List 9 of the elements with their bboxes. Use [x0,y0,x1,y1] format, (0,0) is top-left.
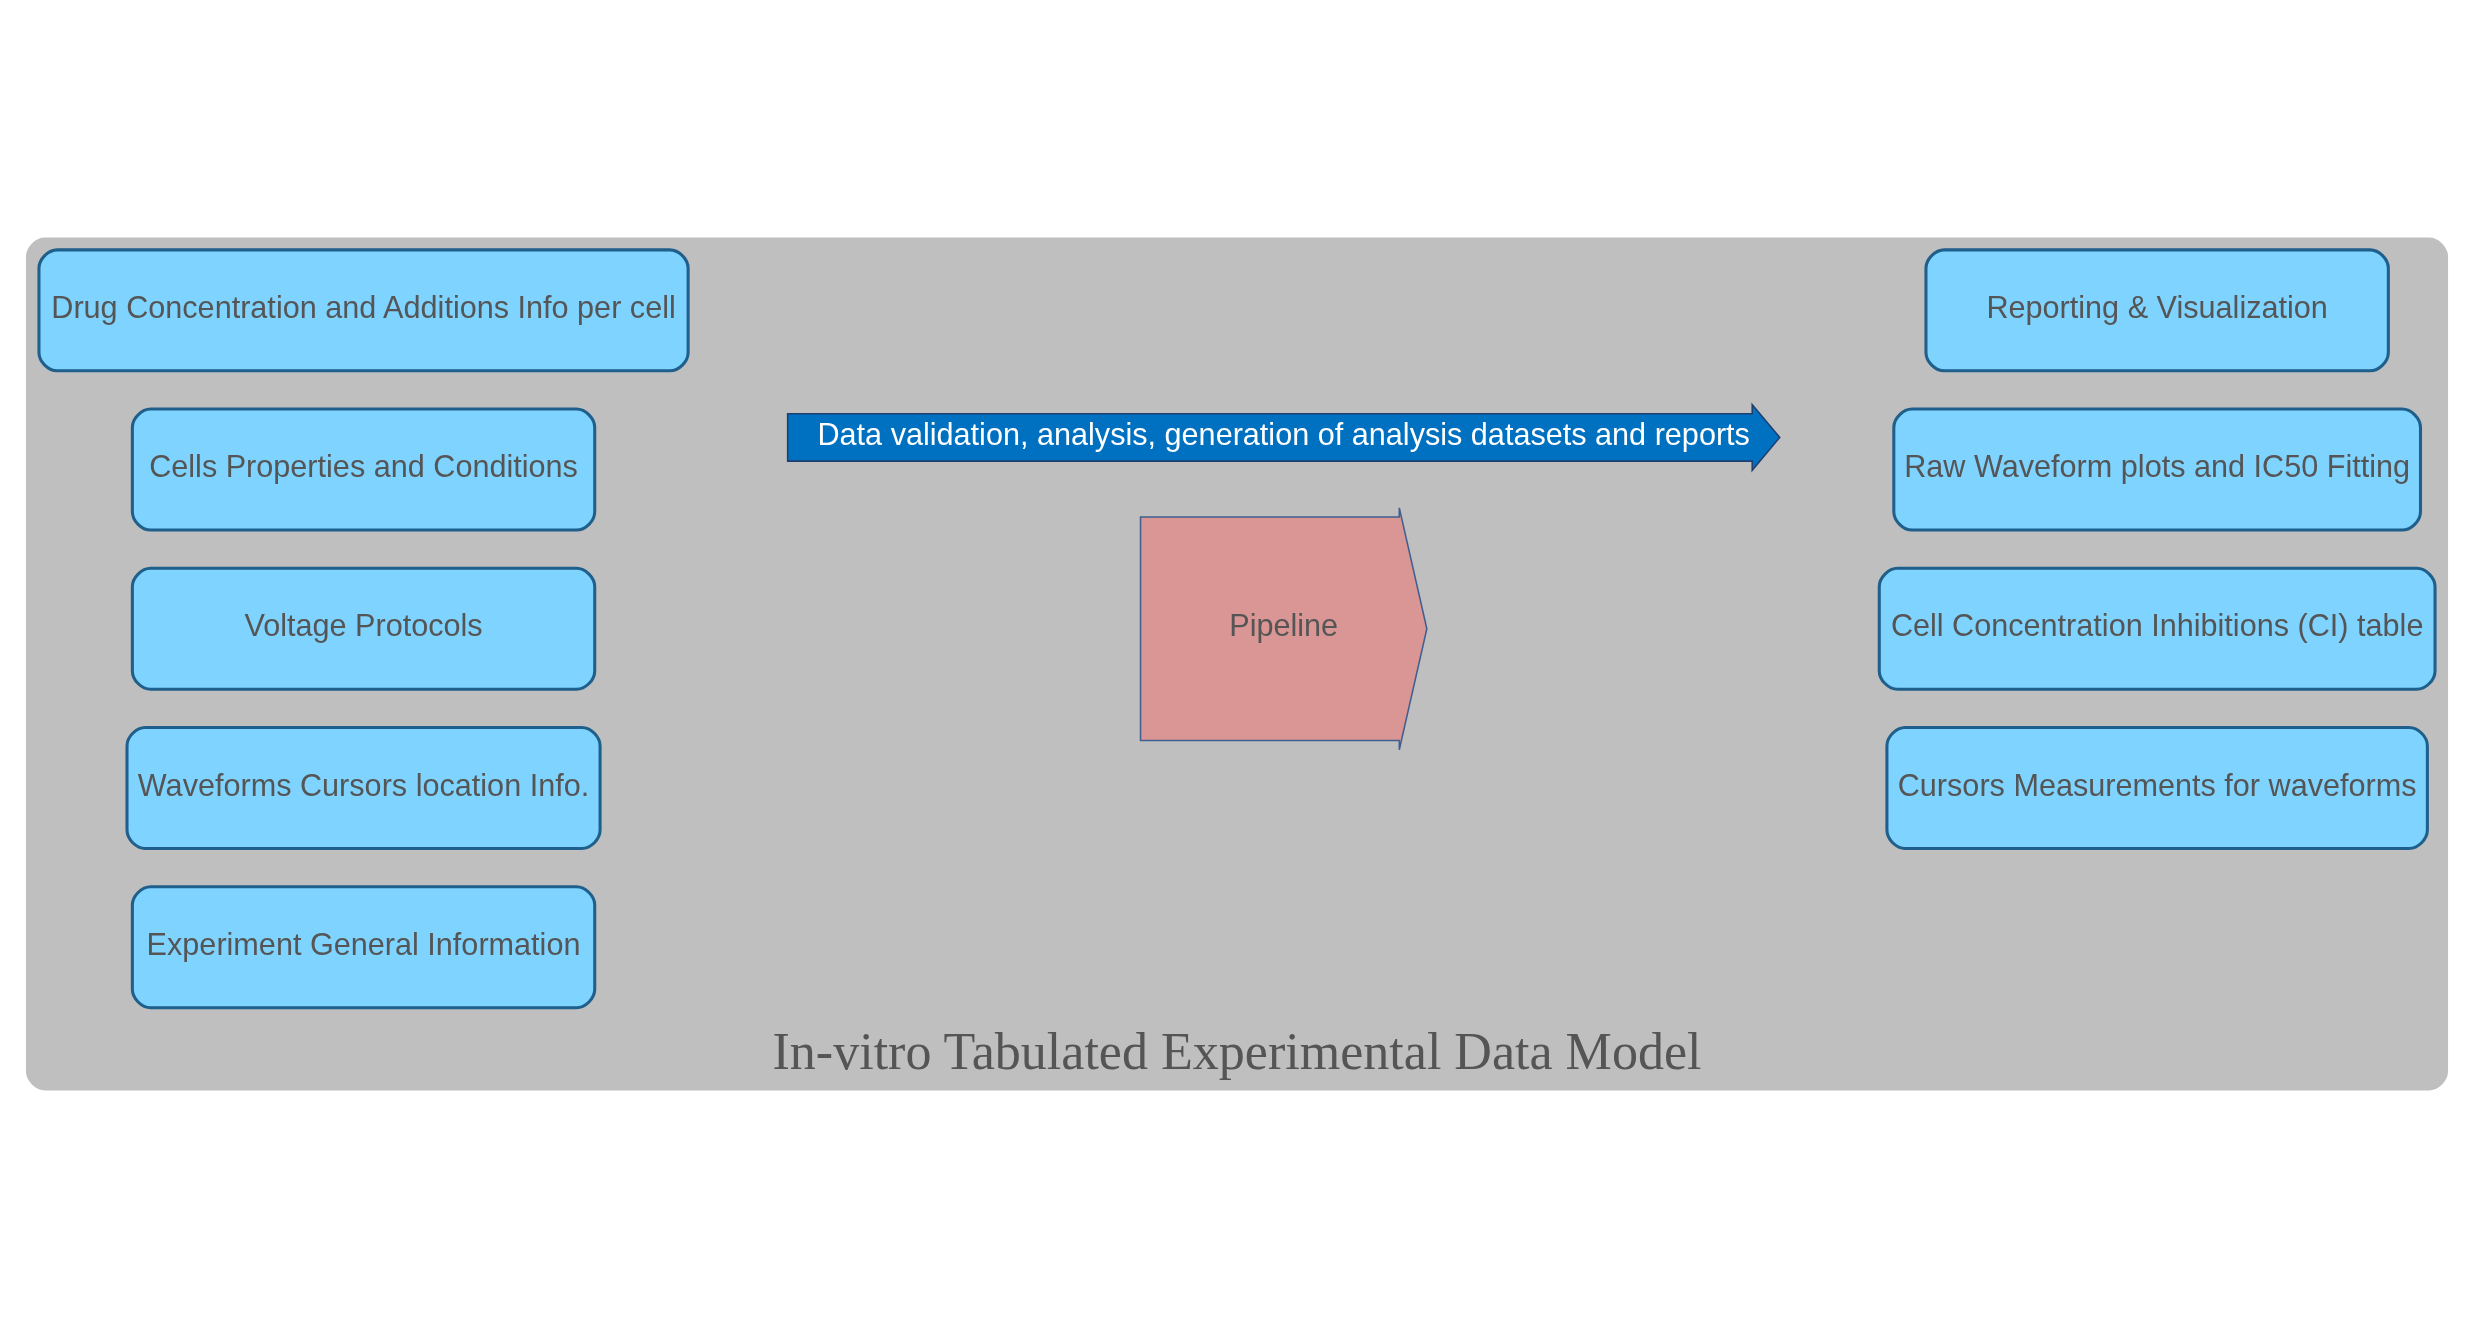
node-box: Reporting & Visualization [1924,248,2390,373]
node-box: Cell Concentration Inhibitions (CI) table [1877,566,2437,691]
node-box: Drug Concentration and Additions Info per cell [37,248,690,373]
node-box: Cursors Measurements for waveforms [1885,726,2429,850]
node-box: Waveforms Cursors location Info. [125,726,602,850]
node-box: Voltage Protocols [130,566,597,691]
node-box: Raw Waveform plots and IC50 Fitting [1892,407,2422,532]
node-box: Cells Properties and Conditions [130,407,597,532]
node-box: Experiment General Information [130,885,597,1010]
